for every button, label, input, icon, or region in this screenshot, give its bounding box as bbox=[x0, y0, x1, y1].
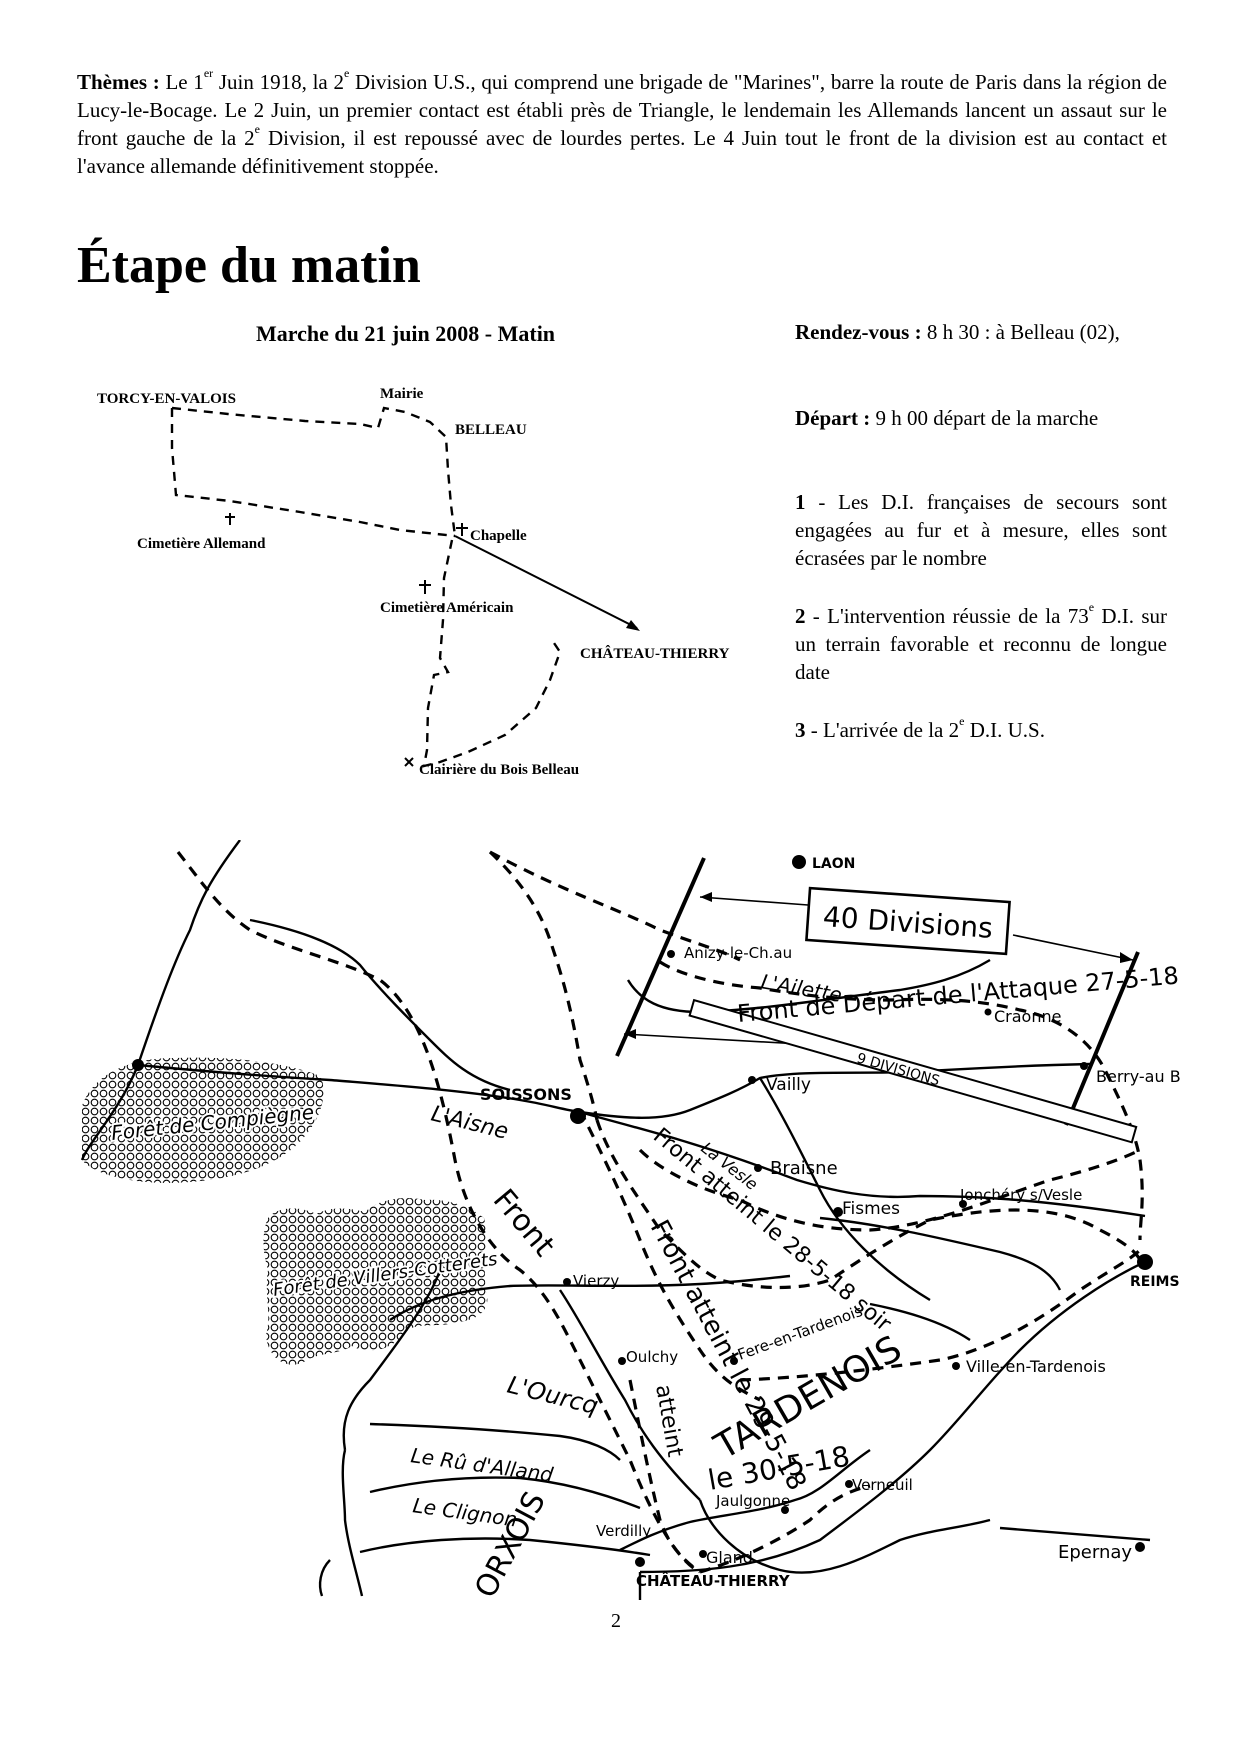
label-chapelle: Chapelle bbox=[470, 528, 527, 544]
page-number: 2 bbox=[611, 1610, 621, 1632]
label-ville-en-tardenois: Ville-en-Tardenois bbox=[966, 1357, 1106, 1376]
info-item-2: 2 - L'intervention réussie de la 73e D.I… bbox=[795, 600, 1167, 686]
depart-text: 9 h 00 départ de la marche bbox=[870, 406, 1099, 430]
label-belleau: BELLEAU bbox=[455, 422, 527, 438]
forty-divisions-box: 40 Divisions bbox=[805, 886, 1011, 956]
label-front-depart: Front de Départ de l'Attaque 27-5-18 bbox=[736, 961, 1180, 1028]
intro-paragraph: Thèmes : Le 1er Juin 1918, la 2e Divisio… bbox=[77, 66, 1167, 180]
label-oulchy: Oulchy bbox=[626, 1348, 678, 1366]
intro-text: Juin 1918, la 2 bbox=[213, 70, 344, 94]
label-jaulgonne: Jaulgonne bbox=[715, 1492, 790, 1510]
item-sup: e bbox=[959, 714, 965, 728]
label-laon: LAON bbox=[812, 856, 855, 872]
label-anizy: Anizy-le-Ch.au bbox=[684, 944, 792, 962]
intro-text: Division U.S., qui comprend une brigade … bbox=[77, 70, 1167, 150]
label-vierzy: Vierzy bbox=[573, 1272, 619, 1290]
item-number: 2 bbox=[795, 604, 806, 628]
forest-compiegne bbox=[82, 1057, 324, 1183]
battle-map: 40 Divisions 9 DIVISIONS LAON Anizy-le-C… bbox=[80, 840, 1180, 1600]
forest-villers-cotterets bbox=[263, 1198, 488, 1365]
label-fismes: Fismes bbox=[842, 1199, 900, 1219]
label-front: Front bbox=[486, 1183, 562, 1264]
intro-sup: er bbox=[203, 66, 214, 80]
item-sup: e bbox=[1088, 600, 1095, 614]
depart-line: Départ : 9 h 00 départ de la marche bbox=[795, 404, 1167, 432]
label-cimetiere-americain: Cimetière Américain bbox=[380, 600, 514, 616]
label-nine-divisions: 9 DIVISIONS bbox=[855, 1050, 942, 1089]
item-text: D.I. sur un terrain favorable et reconnu… bbox=[795, 604, 1167, 684]
item-text: - L'intervention réussie de la 73 bbox=[805, 604, 1089, 628]
label-chateau-thierry-map: CHÂTEAU-THIERRY bbox=[636, 1571, 791, 1590]
info-item-1: 1 - Les D.I. françaises de secours sont … bbox=[795, 488, 1167, 572]
label-jonchery: Jonchéry s/Vesle bbox=[959, 1186, 1082, 1204]
label-clignon: Le Clignon bbox=[411, 1493, 518, 1531]
intro-label: Thèmes : bbox=[77, 70, 160, 94]
march-map-title: Marche du 21 juin 2008 - Matin bbox=[256, 321, 556, 346]
label-vailly: Vailly bbox=[766, 1075, 811, 1095]
label-berry-au-bac: Berry-au Bac bbox=[1096, 1067, 1180, 1086]
march-route-map: TORCY-EN-VALOIS Mairie BELLEAU Cimetière… bbox=[97, 386, 730, 778]
label-mairie: Mairie bbox=[380, 386, 424, 402]
label-reims: REIMS bbox=[1130, 1274, 1180, 1290]
label-gland: Gland bbox=[706, 1548, 753, 1567]
label-craonne: Craonne bbox=[994, 1007, 1061, 1026]
intro-text: Le 1 bbox=[159, 70, 204, 94]
intro-text: Division, il est repoussé avec de lourde… bbox=[77, 126, 1167, 178]
rendezvous-line: Rendez-vous : 8 h 30 : à Belleau (02), bbox=[795, 318, 1167, 346]
item-number: 1 bbox=[795, 490, 806, 514]
label-soissons: SOISSONS bbox=[480, 1085, 572, 1104]
info-item-3: 3 - L'arrivée de la 2e D.I. U.S. bbox=[795, 714, 1167, 744]
label-aisne: L'Aisne bbox=[429, 1102, 511, 1145]
depart-label: Départ : bbox=[795, 406, 871, 430]
item-text: D.I. U.S. bbox=[964, 718, 1045, 742]
rendezvous-text: 8 h 30 : à Belleau (02), bbox=[921, 320, 1120, 344]
nine-divisions-bar bbox=[688, 998, 1138, 1144]
label-torcy: TORCY-EN-VALOIS bbox=[97, 391, 236, 407]
item-text: - Les D.I. françaises de secours sont en… bbox=[795, 490, 1167, 570]
label-verdilly: Verdilly bbox=[596, 1522, 651, 1540]
item-text: - L'arrivée de la 2 bbox=[805, 718, 960, 742]
label-cimetiere-allemand: Cimetière Allemand bbox=[137, 536, 266, 552]
rendezvous-label: Rendez-vous : bbox=[795, 320, 922, 344]
label-verneuil: Verneuil bbox=[852, 1476, 913, 1494]
intro-sup: e bbox=[343, 66, 350, 80]
item-number: 3 bbox=[795, 718, 806, 742]
label-ourcq: L'Ourcq bbox=[505, 1371, 601, 1421]
label-braisne: Braisne bbox=[770, 1158, 838, 1179]
label-epernay: Epernay bbox=[1058, 1542, 1132, 1563]
label-clairiere: Clairière du Bois Belleau bbox=[419, 762, 579, 778]
page-title: Étape du matin bbox=[77, 237, 421, 294]
intro-sup: e bbox=[254, 122, 260, 136]
label-chateau-thierry: CHÂTEAU-THIERRY bbox=[580, 645, 730, 662]
